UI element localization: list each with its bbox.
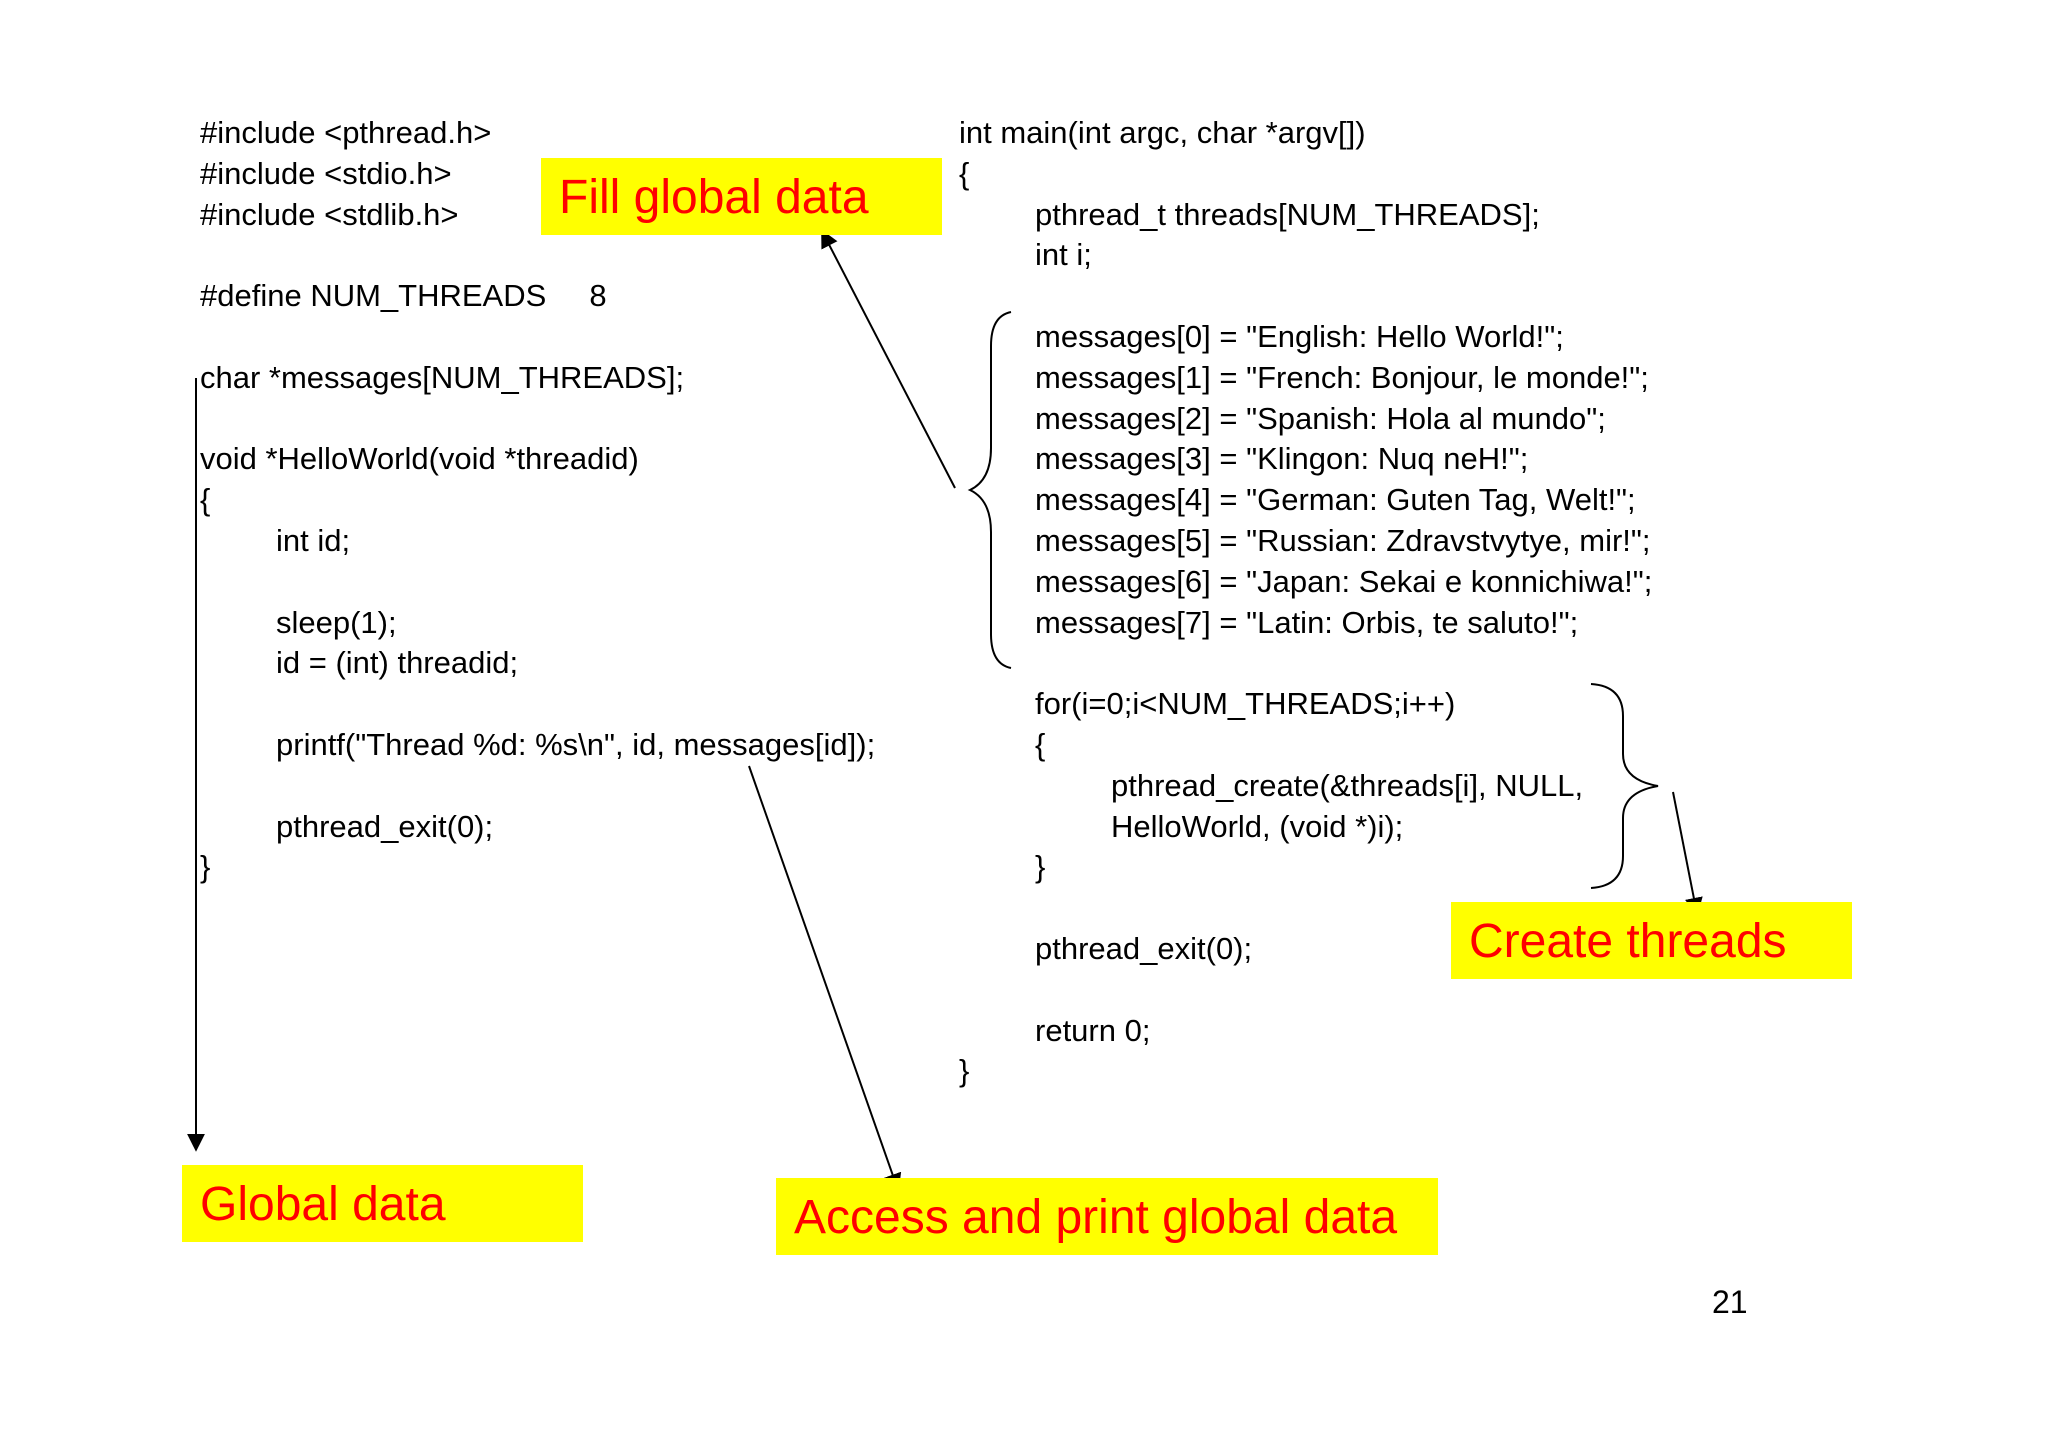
code-line: int main(int argc, char *argv[]) — [959, 115, 1366, 150]
code-line: messages[7] = "Latin: Orbis, te saluto!"… — [1035, 604, 1579, 640]
code-line: pthread_exit(0); — [1035, 930, 1253, 966]
code-line: } — [959, 1053, 970, 1089]
code-line: { — [200, 482, 211, 518]
code-line — [200, 317, 875, 358]
code-line — [200, 684, 875, 725]
code-line: id = (int) threadid; — [276, 645, 519, 681]
callout-access-print-global-data: Access and print global data — [776, 1178, 1438, 1255]
code-line — [200, 235, 875, 276]
code-line — [959, 643, 1652, 684]
code-line: pthread_create(&threads[i], NULL, — [1111, 767, 1584, 803]
code-line: #define NUM_THREADS 8 — [200, 278, 607, 314]
code-line: void *HelloWorld(void *threadid) — [200, 441, 639, 477]
code-line: HelloWorld, (void *)i); — [1111, 808, 1404, 844]
code-line: { — [959, 155, 970, 191]
code-line: int id; — [276, 522, 351, 558]
code-line: pthread_t threads[NUM_THREADS]; — [1035, 196, 1540, 232]
arrow-to-create-threads — [1672, 791, 1703, 916]
page-number: 21 — [1712, 1284, 1748, 1320]
right-code-block: int main(int argc, char *argv[]) { pthre… — [959, 113, 1652, 1092]
code-line: } — [1035, 849, 1046, 885]
code-line: messages[6] = "Japan: Sekai e konnichiwa… — [1035, 563, 1653, 599]
code-line: messages[2] = "Spanish: Hola al mundo"; — [1035, 400, 1606, 436]
code-line: #include <pthread.h> — [200, 115, 492, 150]
callout-fill-global-data: Fill global data — [541, 158, 942, 235]
code-line: #include <stdlib.h> — [200, 196, 459, 232]
code-line: } — [200, 849, 211, 885]
code-line: messages[5] = "Russian: Zdravstvytye, mi… — [1035, 522, 1651, 558]
callout-create-threads: Create threads — [1451, 902, 1852, 979]
code-line: messages[3] = "Klingon: Nuq neH!"; — [1035, 441, 1529, 477]
callout-global-data: Global data — [182, 1165, 583, 1242]
code-line — [200, 562, 875, 603]
code-line: messages[0] = "English: Hello World!"; — [1035, 318, 1564, 354]
code-line: #include <stdio.h> — [200, 155, 452, 191]
code-line: char *messages[NUM_THREADS]; — [200, 359, 685, 395]
code-line: for(i=0;i<NUM_THREADS;i++) — [1035, 686, 1456, 722]
code-line: { — [1035, 726, 1046, 762]
code-line — [200, 399, 875, 440]
code-line: messages[4] = "German: Guten Tag, Welt!"… — [1035, 482, 1636, 518]
code-line — [200, 766, 875, 807]
code-line: int i; — [1035, 237, 1092, 273]
left-code-block: #include <pthread.h> #include <stdio.h> … — [200, 113, 875, 888]
code-line: pthread_exit(0); — [276, 808, 494, 844]
code-line: printf("Thread %d: %s\n", id, messages[i… — [276, 726, 876, 762]
code-line: sleep(1); — [276, 604, 397, 640]
code-line — [959, 276, 1652, 317]
code-line: return 0; — [1035, 1012, 1151, 1048]
code-line: messages[1] = "French: Bonjour, le monde… — [1035, 359, 1649, 395]
